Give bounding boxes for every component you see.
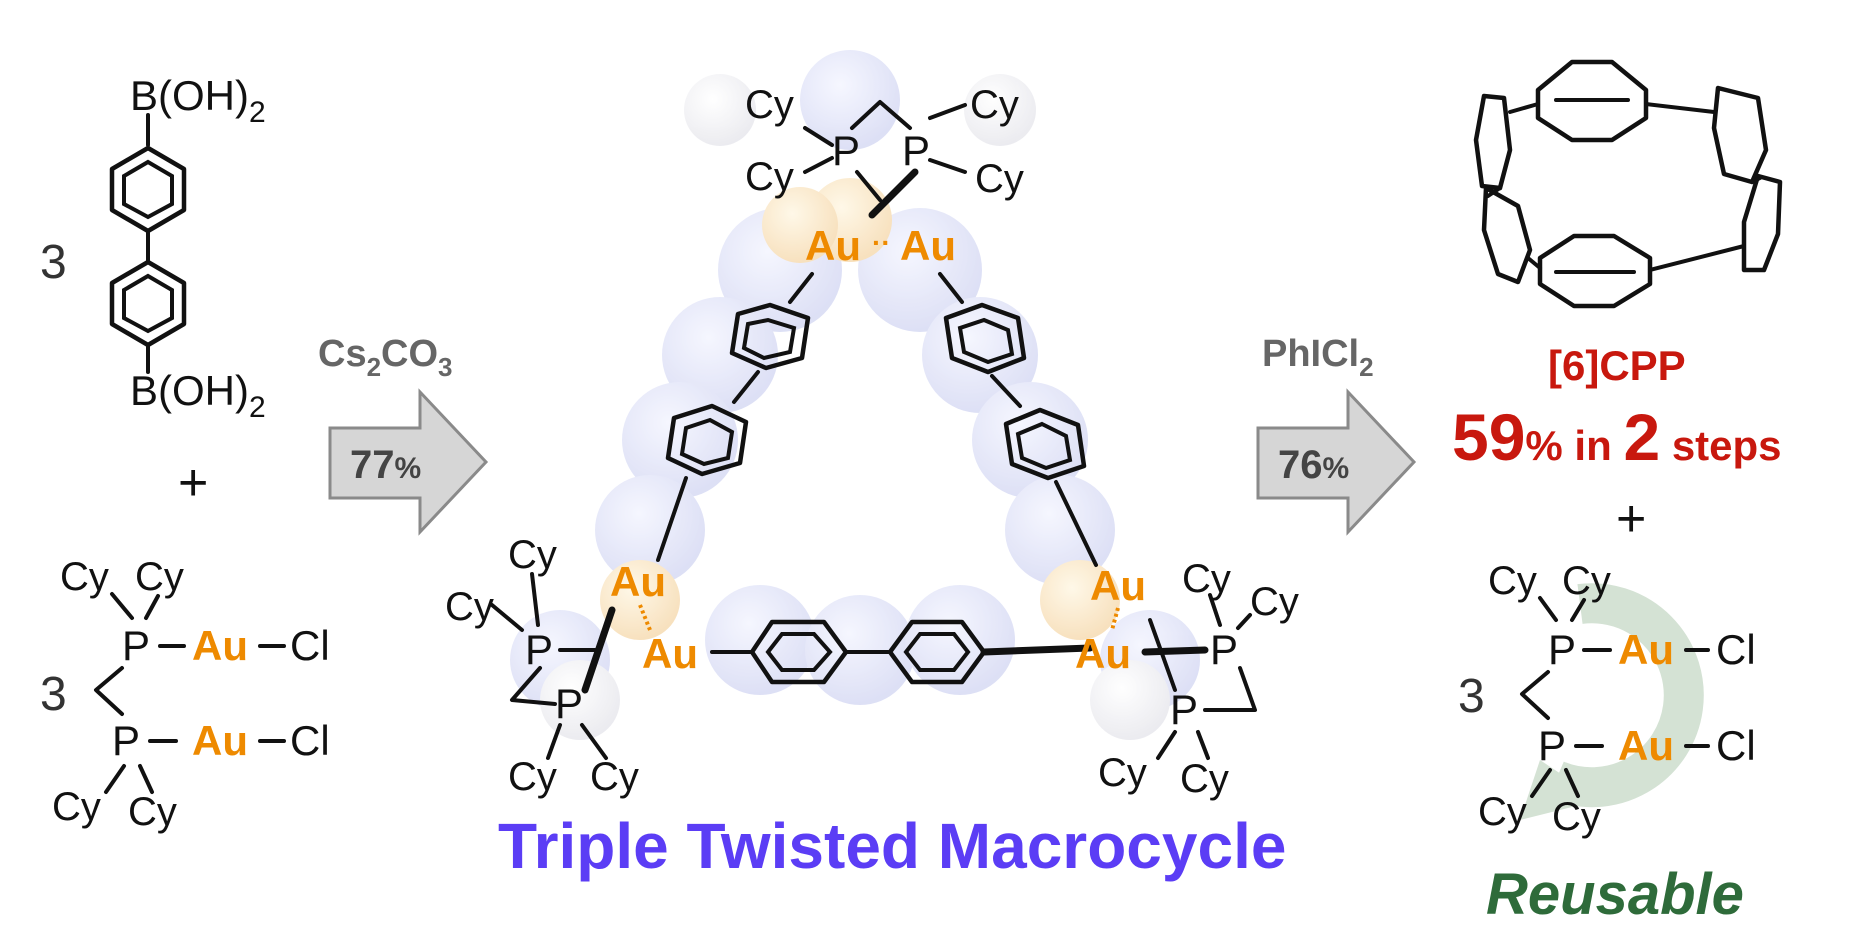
svg-text:Au: Au: [1075, 630, 1131, 677]
svg-text:Cy: Cy: [975, 157, 1024, 201]
svg-text:Cl: Cl: [1716, 722, 1756, 769]
svg-text:Au: Au: [192, 622, 248, 669]
svg-text:Au: Au: [192, 717, 248, 764]
reactant1-bottom-sub: 2: [249, 391, 266, 424]
reactant1-top-group: B(OH): [130, 72, 249, 119]
svg-text:Cy: Cy: [128, 790, 177, 834]
svg-text:Cy: Cy: [1488, 559, 1537, 603]
svg-text:B(OH)2: B(OH)2: [130, 367, 266, 424]
svg-text:Cl: Cl: [290, 717, 330, 764]
svg-text:Cy: Cy: [445, 585, 494, 629]
step2-arrow: PhICl2 76%: [1256, 333, 1417, 536]
svg-text:Cy: Cy: [745, 155, 794, 199]
svg-text:B(OH)2: B(OH)2: [130, 72, 266, 129]
svg-text:Cy: Cy: [1562, 559, 1611, 603]
step1-reagent: Cs2CO3: [318, 333, 453, 382]
reactant1-top-sub: 2: [249, 96, 266, 129]
svg-text:Cy: Cy: [1478, 790, 1527, 834]
svg-text:Au: Au: [642, 630, 698, 677]
svg-text:P: P: [555, 680, 583, 727]
step2-reagent: PhICl2: [1262, 333, 1374, 382]
svg-text:Cy: Cy: [1182, 557, 1231, 601]
svg-text:Au: Au: [1090, 562, 1146, 609]
svg-text:Cy: Cy: [970, 83, 1019, 127]
svg-text:Cy: Cy: [508, 533, 557, 577]
reactant2-coefficient: 3: [40, 668, 67, 721]
svg-text:P: P: [1210, 626, 1238, 673]
svg-text:P: P: [112, 717, 140, 764]
gold-chloride-complex: Cy Cy P Au Cl 3 P Au Cl Cy Cy: [40, 555, 330, 834]
step1-yield: 77%: [350, 443, 421, 487]
svg-text:Cy: Cy: [1250, 580, 1299, 624]
product-name: [6]CPP: [1548, 342, 1686, 389]
svg-text:P: P: [1548, 626, 1576, 673]
svg-text:Cy: Cy: [745, 83, 794, 127]
svg-text:Cy: Cy: [1098, 751, 1147, 795]
svg-text:Cy: Cy: [60, 555, 109, 599]
cycloparaphenylene-structure: [6]CPP 59% in 2 steps +: [1452, 59, 1783, 548]
svg-text:Au: Au: [1618, 626, 1674, 673]
svg-text:Cl: Cl: [1716, 626, 1756, 673]
svg-text:P: P: [832, 127, 860, 174]
svg-text:Cy: Cy: [1552, 795, 1601, 839]
svg-text:Cy: Cy: [1180, 757, 1229, 801]
step1-arrow: Cs2CO3 77%: [318, 333, 489, 536]
reactant1-coefficient: 3: [40, 236, 67, 289]
svg-text:P: P: [525, 626, 553, 673]
overall-yield: 59% in 2 steps: [1452, 400, 1782, 474]
svg-text:P: P: [902, 127, 930, 174]
recovered-coefficient: 3: [1458, 670, 1485, 723]
svg-text:Cl: Cl: [290, 622, 330, 669]
step2-yield: 76%: [1278, 443, 1349, 487]
recovered-gold-complex: Cy Cy P Au Cl 3 P Au Cl Cy Cy Reusable: [1458, 559, 1756, 927]
svg-text:Cy: Cy: [590, 755, 639, 799]
svg-text:··: ··: [872, 227, 891, 258]
macrocycle-structure: Cy Cy Cy Cy P P Au ·· Au Au Au: [445, 50, 1299, 882]
svg-text:Au: Au: [1618, 722, 1674, 769]
svg-text:P: P: [122, 622, 150, 669]
svg-text:Cy: Cy: [135, 555, 184, 599]
plus-sign-right: +: [1616, 490, 1646, 548]
svg-text:P: P: [1170, 686, 1198, 733]
svg-text:P: P: [1538, 722, 1566, 769]
biphenyl-diboronic-acid: 3 B(OH)2 B(OH)2: [40, 72, 266, 424]
plus-sign-left: +: [178, 454, 208, 512]
reusable-label: Reusable: [1486, 862, 1744, 927]
svg-text:Cy: Cy: [508, 755, 557, 799]
svg-text:Cy: Cy: [52, 785, 101, 829]
svg-text:Au: Au: [805, 222, 861, 269]
macrocycle-title: Triple Twisted Macrocycle: [498, 810, 1286, 882]
svg-text:Au: Au: [610, 558, 666, 605]
recycle-icon: [1548, 583, 1704, 808]
svg-text:Au: Au: [900, 222, 956, 269]
reactant1-bottom-group: B(OH): [130, 367, 249, 414]
